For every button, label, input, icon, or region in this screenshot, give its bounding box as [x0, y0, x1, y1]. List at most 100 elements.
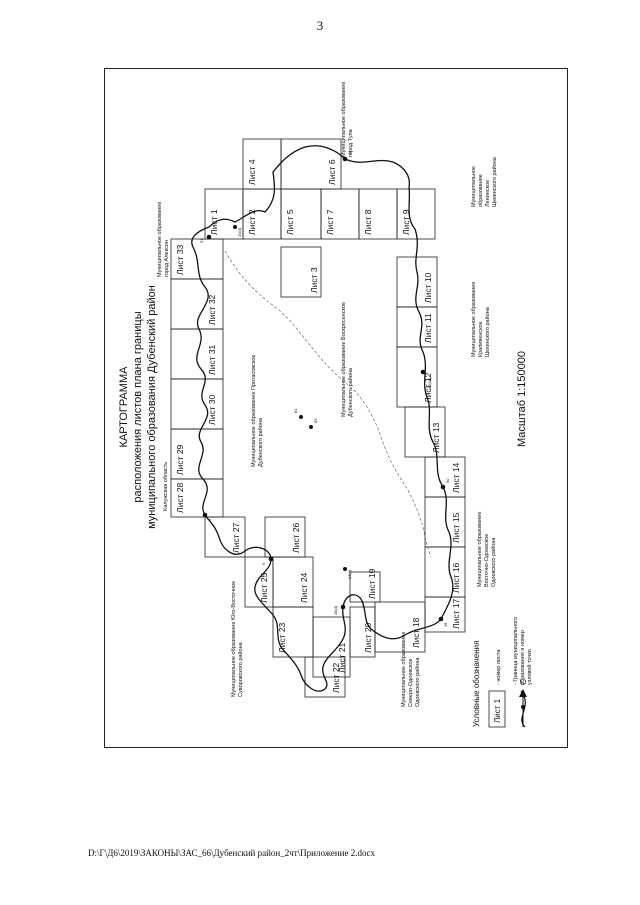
sheet-27-label: Лист 27 [231, 522, 241, 553]
region-kraynevskoe-label-2: Крапивенское [478, 321, 484, 357]
footer-file-path: D:\Г\Д6\2019\ЗАКОНЫ\ЗАС_66\Дубенский рай… [88, 848, 375, 858]
sheet-23-label: Лист 23 [277, 622, 287, 653]
sheet-7-label: Лист 7 [325, 209, 335, 235]
legend-sheet-desc: - номер листа [496, 649, 502, 685]
region-tula-label-1: Муниципальное образование [341, 82, 347, 157]
sheet-32-label: Лист 32 [207, 294, 217, 325]
sheet-labels: Лист 28 Лист 29 Лист 30 Лист 31 Лист 32 … [175, 159, 461, 693]
point-49-label: 49(18) [427, 377, 432, 389]
point-83-label: 83 [313, 418, 318, 423]
region-east-odoev-label-1: Муниципальное образование [477, 512, 483, 587]
legend-node-sample [521, 705, 525, 709]
sheet-24-label: Лист 24 [299, 572, 309, 603]
region-voskresenskoe-label-1: Муниципальное образование Воскресенское [341, 302, 347, 417]
legend: Условные обозначения Лист 1 - номер лист… [472, 617, 533, 728]
point-20-3-marker [233, 225, 237, 229]
point-31-label: 31 [199, 238, 204, 243]
sheet-27-frame [204, 516, 246, 558]
title-line-2: расположения листов плана границы [132, 311, 144, 502]
region-aleksin-label-2: город Алексин [164, 240, 170, 277]
title-line-1: КАРТОГРАММА [118, 366, 130, 448]
sheet-29-label: Лист 29 [175, 444, 185, 475]
region-kaluga-label: Калужская область [163, 462, 169, 511]
sheet-25-frame [244, 556, 274, 608]
district-boundary-line [191, 145, 454, 692]
sheet-grid [170, 138, 466, 698]
title-line-3: муниципального образования Дубенский рай… [146, 285, 158, 529]
sheet-22-frame [304, 656, 346, 698]
region-ne-suvorov-label-1: Муниципальное образование Юго-Восточное [231, 581, 237, 697]
sheet-21-label: Лист 21 [337, 642, 347, 673]
point-41-marker [342, 156, 348, 162]
sheet-3-label: Лист 3 [309, 267, 319, 293]
sheet-26-frame [264, 516, 306, 558]
legend-title: Условные обозначения [472, 641, 481, 727]
point-28-4-label: 28(4) [333, 605, 338, 615]
sheet-28-label: Лист 28 [175, 482, 185, 513]
internal-boundary-line [224, 250, 432, 558]
sheet-8-label: Лист 8 [363, 209, 373, 235]
region-leninsky-label-3: Ленинское [485, 180, 491, 207]
sheet-19-label: Лист 19 [367, 568, 377, 599]
sheet-3-frame [280, 246, 322, 298]
region-protasovskoe-label-2: Дубенского района [257, 417, 264, 467]
legend-boundary-sample [520, 690, 526, 728]
sheet-25-label: Лист 25 [259, 572, 269, 603]
point-31-marker [206, 234, 212, 240]
point-20-3-label: 20(3) [237, 227, 242, 237]
north-arrow: С [518, 679, 528, 727]
region-protasovskoe-label-1: Муниципальное образование Протасовское [251, 355, 257, 467]
point-83-marker [309, 425, 313, 429]
region-north-odoev-label-1: Муниципальное образование [401, 632, 407, 707]
sheet-19-frame [349, 571, 381, 603]
map-canvas: КАРТОГРАММА расположения листов плана гр… [118, 82, 533, 728]
sheet-6-label: Лист 6 [327, 159, 337, 185]
point-1-marker [202, 512, 208, 518]
sheet-13-label: Лист 13 [431, 422, 441, 453]
point-28-label: 28 [443, 622, 448, 627]
sheet-4-label: Лист 4 [247, 159, 257, 185]
sheet-17-label: Лист 17 [451, 598, 461, 629]
sheet-6-frame [280, 138, 342, 190]
point-60-label: 60 [445, 478, 450, 483]
region-north-odoev-label-3: Одоевского района [414, 657, 421, 707]
region-aleksin-label-1: Муниципальное образование [157, 202, 163, 277]
sheet-30-label: Лист 30 [207, 394, 217, 425]
region-voskresenskoe-label-2: Дубенского района [347, 367, 354, 417]
sheet-5-label: Лист 5 [285, 209, 295, 235]
sheet-15-label: Лист 15 [451, 512, 461, 543]
nodal-points [202, 156, 446, 622]
legend-sheet-sample-box [488, 690, 506, 728]
region-leninsky-label-2: образование [478, 174, 484, 207]
scale-label: Масштаб 1:150000 [516, 351, 528, 447]
point-1-label: 1 [207, 518, 212, 521]
region-east-odoev-label-3: Одоевского района [490, 537, 497, 587]
region-labels: Калужская область Муниципальное образова… [157, 82, 498, 707]
sheet-12-label: Лист 12 [423, 372, 433, 403]
sheet-18-label: Лист 18 [411, 617, 421, 648]
point-41-label: 41 [347, 150, 352, 155]
sheet-9-label: Лист 9 [401, 209, 411, 235]
region-north-odoev-label-2: Северо-Одоевское [408, 658, 414, 707]
map-frame: КАРТОГРАММА расположения листов плана гр… [104, 68, 568, 748]
point-28-marker [438, 616, 444, 622]
sheet-10-label: Лист 10 [423, 272, 433, 303]
point-49-marker [420, 369, 426, 375]
sheet-11-label: Лист 11 [423, 313, 433, 343]
page-number: 3 [316, 18, 324, 33]
sheet-20-label: Лист 20 [363, 622, 373, 653]
region-tula-label-2: город Тула [348, 128, 354, 157]
region-kraynevskoe-label-1: Муниципальное образование [471, 282, 477, 357]
legend-sheet-sample: Лист 1 [493, 698, 502, 723]
nodal-point-labels: 1 20(3) 31 60 49(18) 41 24(4) 28 28(4) 6… [199, 150, 450, 627]
region-kraynevskoe-label-3: Щекинского района [484, 306, 491, 357]
point-81-marker [299, 415, 303, 419]
region-ne-suvorov-label-2: Суворовского района [237, 641, 244, 697]
sheet-33-frame [170, 238, 224, 280]
sheet-16-label: Лист 16 [451, 562, 461, 593]
legend-boundary-desc-2: образования и номер [520, 630, 526, 685]
legend-boundary-desc-3: узловой точки [526, 649, 533, 685]
north-arrow-label: С [518, 679, 528, 685]
sheet-33-label: Лист 33 [175, 244, 185, 275]
sheet-9-frame [396, 188, 436, 240]
